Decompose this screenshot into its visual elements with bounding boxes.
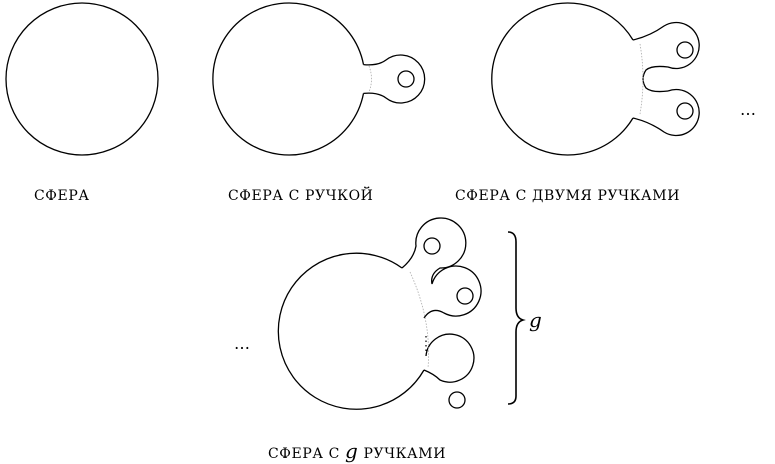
body-outline (277, 252, 425, 410)
handle-outline-1 (401, 217, 482, 319)
label-var-g: g (345, 439, 359, 463)
brace-label: g (529, 308, 543, 332)
handle-hole-1 (423, 237, 441, 255)
handle-hole-lower (676, 102, 694, 120)
label-prefix: СФЕРА С (268, 446, 340, 462)
handle-outline-lower (632, 88, 700, 137)
body-outline (491, 2, 634, 156)
handle-hole-2 (456, 287, 474, 305)
right-brace (507, 231, 526, 405)
neck-dotted (409, 271, 429, 369)
label-sphere: СФЕРА (34, 188, 90, 204)
neck-dotted (368, 65, 372, 93)
label-sphere-two-handles: СФЕРА С ДВУМЯ РУЧКАМИ (455, 188, 681, 204)
body-outline (212, 2, 365, 156)
handle-outline-upper (632, 21, 700, 93)
continuation-dots-bottom: … (234, 334, 254, 353)
label-sphere-one-handle: СФЕРА С РУЧКОЙ (228, 188, 374, 204)
sphere-two-handles (491, 2, 700, 156)
neck-dotted (639, 43, 644, 115)
label-sphere-g-handles: СФЕРА С g РУЧКАМИ (268, 441, 447, 462)
handle-outline (363, 54, 426, 104)
handle-outline-3 (423, 333, 475, 383)
handle-hole (397, 70, 415, 88)
handle-hole-3 (448, 391, 466, 409)
label-suffix: РУЧКАМИ (363, 446, 447, 462)
sphere-circle (5, 2, 159, 156)
continuation-dots-top: … (740, 100, 760, 119)
handle-hole-upper (676, 41, 694, 59)
sphere-g-handles (277, 217, 482, 410)
sphere-one-handle (212, 2, 426, 156)
